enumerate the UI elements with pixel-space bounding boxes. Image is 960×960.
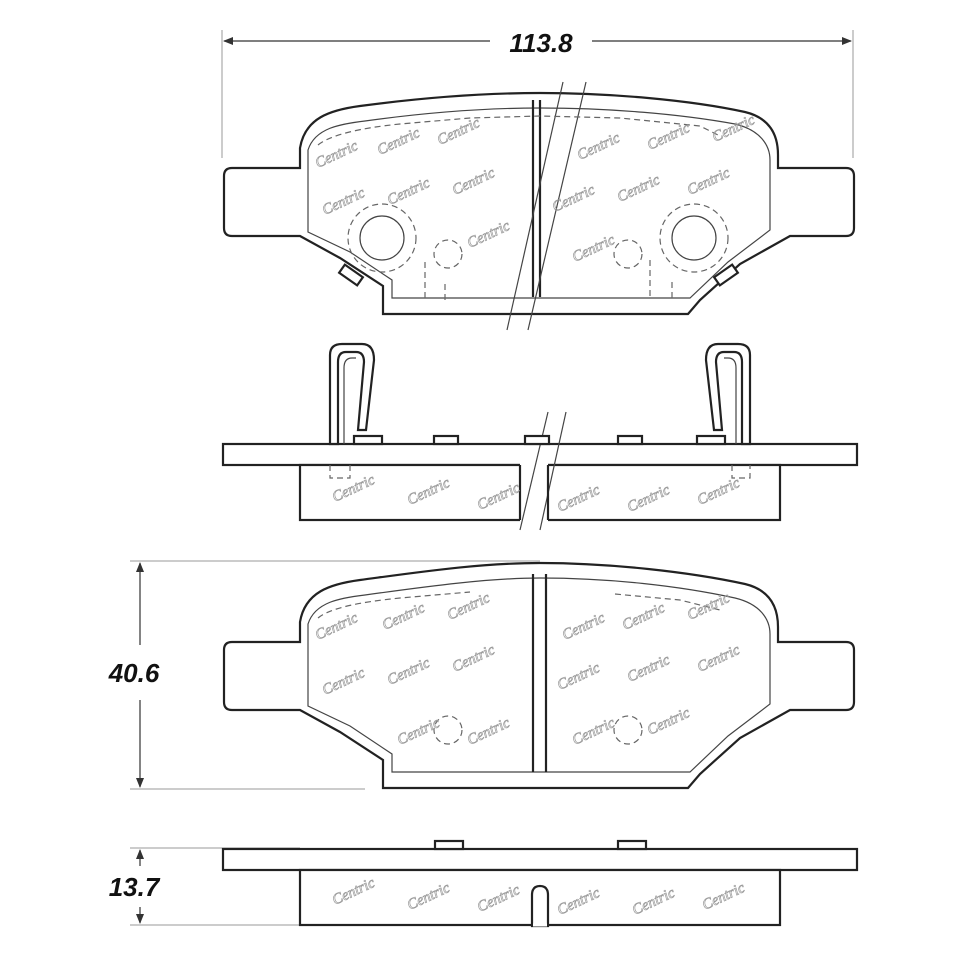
height-dimension: 40.6 [108,560,540,790]
pad-view-friction-face: Centric Centric Centric Centric Centric … [222,561,856,790]
height-dimension-label: 40.6 [108,658,160,688]
thickness-dimension-label: 13.7 [109,872,161,902]
pad-view-side-with-clips: Centric Centric Centric Centric Centric … [221,342,859,531]
pad-view-rear: Centric Centric Centric Centric Centric … [222,81,856,331]
pad-view-side-bottom: Centric Centric Centric Centric Centric … [221,839,859,928]
width-dimension-label: 113.8 [509,28,573,58]
width-dimension: 113.8 [221,28,854,158]
